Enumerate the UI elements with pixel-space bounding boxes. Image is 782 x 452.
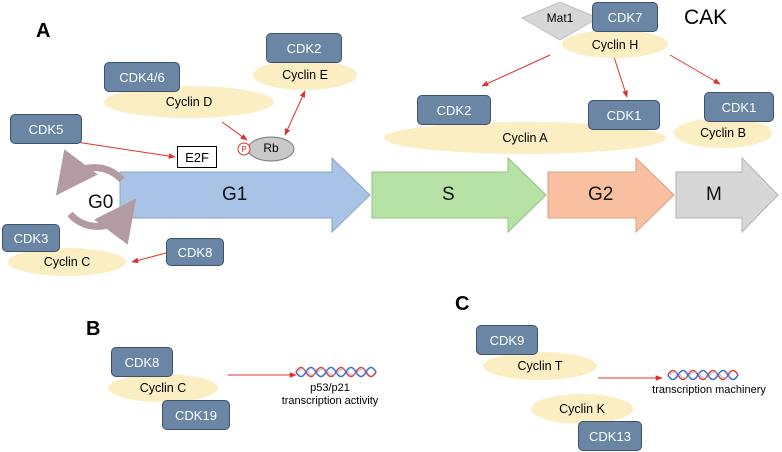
cyclin-k: Cyclin K [531, 394, 633, 424]
cdk1-cyclin-b-box: CDK1 [704, 92, 774, 122]
mat1-label: Mat1 [546, 11, 574, 25]
rb-label: Rb [263, 141, 279, 155]
arrow-cdk8-to-cyclin-c [131, 252, 167, 264]
transcription-machinery-label: transcription machinery [652, 384, 766, 396]
g0-loop-arrow-upper [55, 149, 125, 196]
arrow-cak-to-cdk2a [481, 54, 551, 87]
cdk13-box: CDK13 [578, 421, 642, 451]
cyclin-a: Cyclin A [384, 122, 666, 154]
cyclin-t: Cyclin T [483, 352, 597, 380]
dna-helix-icon [295, 366, 377, 378]
cyclin-d: Cyclin D [104, 86, 274, 118]
p53-p21-target-label: p53/p21 transcription activity [280, 382, 380, 408]
cdk8-box-panel-b: CDK8 [111, 347, 173, 377]
cdk5-box: CDK5 [10, 114, 82, 144]
cdk3-box: CDK3 [2, 224, 60, 252]
cyclin-c-panel-b: Cyclin C [108, 374, 218, 402]
cdk2-box: CDK2 [266, 33, 342, 63]
cyclin-h: Cyclin H [562, 30, 668, 58]
phase-label-g2: G2 [588, 184, 614, 205]
cyclin-b: Cyclin B [674, 118, 772, 148]
phospho-label: P [241, 145, 247, 154]
target-line-2: transcription activity [281, 395, 379, 407]
arrow-cak-to-cdk1a [613, 56, 628, 98]
g1-phase-arrow [119, 156, 371, 234]
arrow-cdk2e-rb [284, 90, 306, 136]
phase-label-g0: G0 [88, 192, 114, 213]
panel-label-b: B [86, 318, 101, 340]
g0-loop-arrow-lower [67, 198, 137, 245]
s-phase-arrow [371, 156, 547, 234]
target-line-1: p53/p21 [310, 382, 350, 394]
cyclin-e: Cyclin E [253, 60, 357, 90]
phase-label-m: M [706, 184, 722, 205]
cdk1-cyclin-a-box: CDK1 [588, 100, 660, 130]
cak-label: CAK [684, 6, 728, 29]
cdk2-cyclin-a-box: CDK2 [417, 95, 491, 125]
cyclin-c-g0: Cyclin C [8, 248, 126, 276]
phase-label-g1: G1 [222, 184, 248, 205]
m-phase-arrow [675, 156, 779, 234]
phospho-circle [237, 142, 251, 156]
cdk8-box-panel-a: CDK8 [166, 238, 224, 266]
panel-label-a: A [36, 20, 51, 42]
panel-label-c: C [455, 293, 470, 315]
g2-phase-arrow [547, 156, 675, 234]
cdk7-box: CDK7 [592, 2, 658, 32]
e2f-box: E2F [177, 146, 217, 168]
cdk4-6-box: CDK4/6 [104, 62, 180, 92]
arrow-cdk46-to-rb [221, 121, 248, 141]
arrow-cak-to-cdk1b [669, 54, 721, 85]
cdk9-box: CDK9 [476, 325, 538, 355]
cdk19-box: CDK19 [162, 400, 230, 430]
dna-helix-icon [667, 369, 739, 381]
phase-label-s: S [442, 184, 455, 205]
